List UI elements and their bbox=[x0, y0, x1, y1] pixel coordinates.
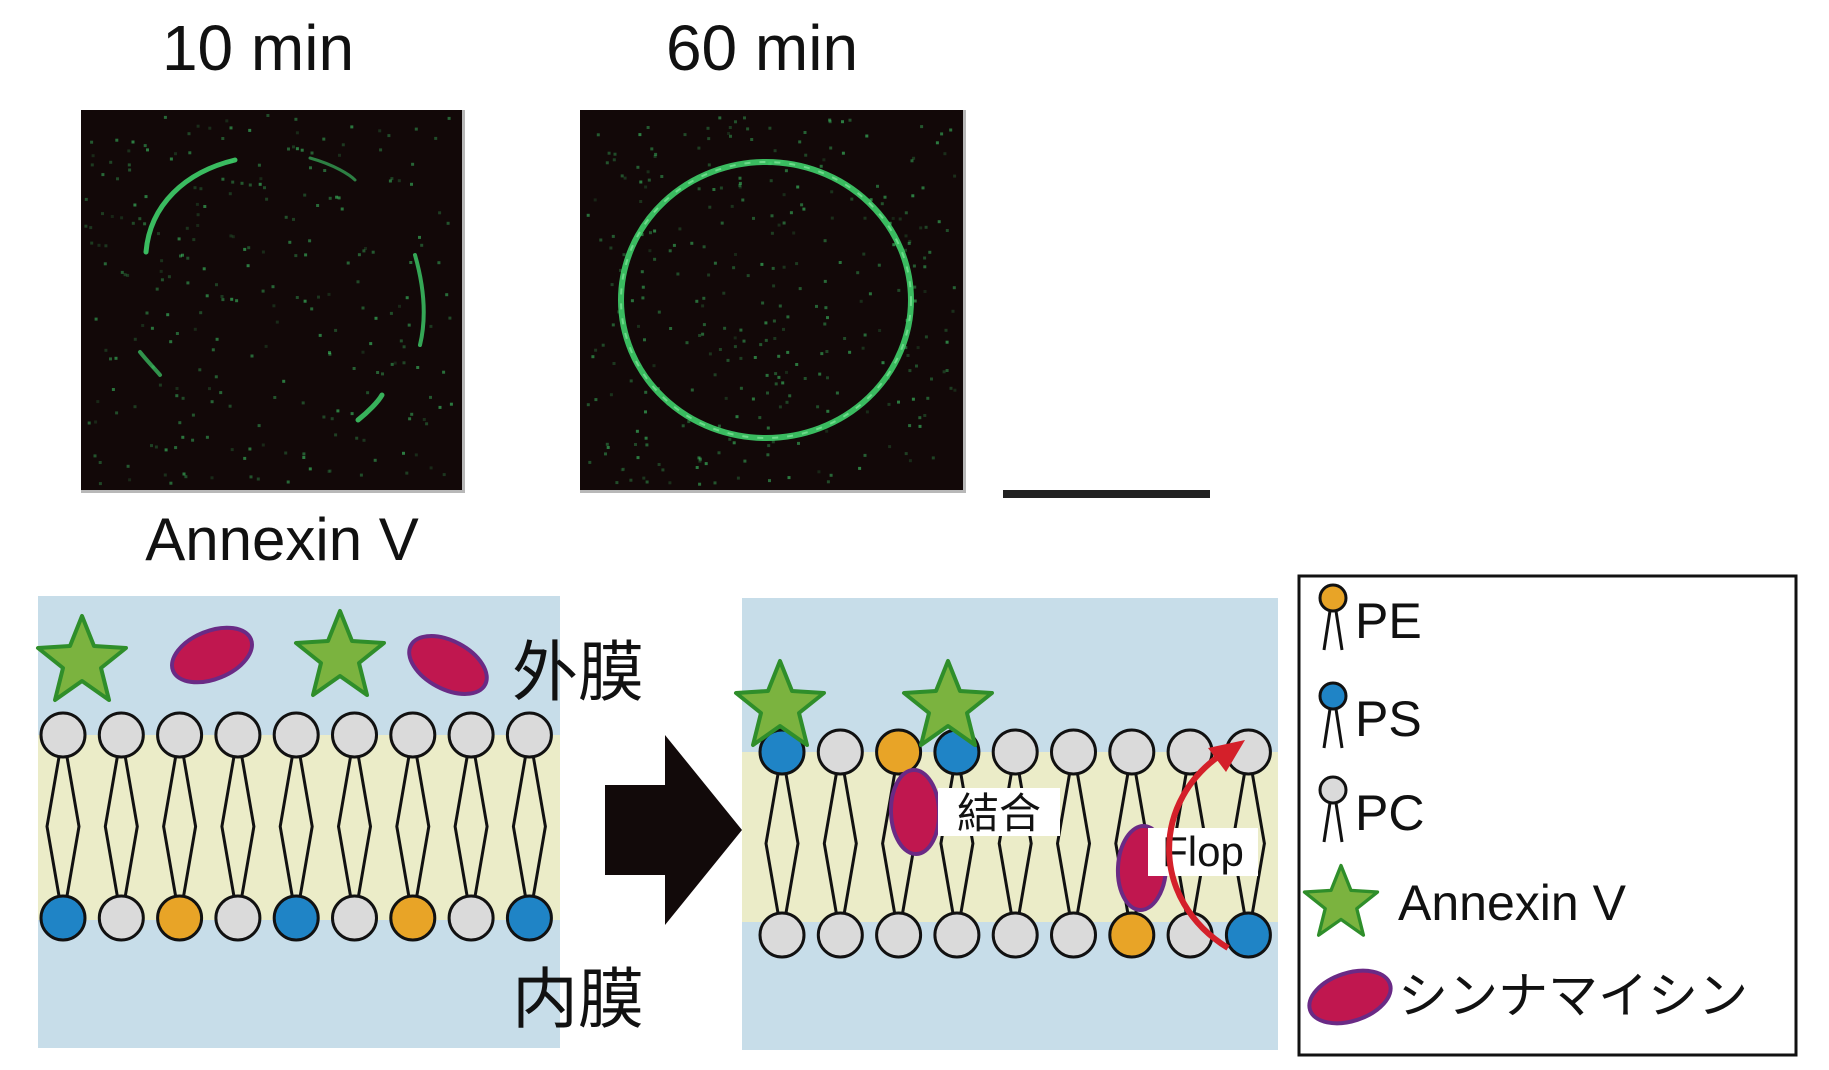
lipid-head-pc bbox=[97, 711, 145, 759]
lipid-tail bbox=[182, 756, 198, 897]
lipid-tail bbox=[764, 773, 780, 914]
lipid-head-pc bbox=[1166, 911, 1214, 959]
lipid-tail bbox=[1076, 773, 1092, 914]
lipid-tail bbox=[415, 756, 431, 897]
legend-pc-icon bbox=[1318, 775, 1348, 805]
legend-pe-icon bbox=[1318, 583, 1348, 613]
lipid-head-ps bbox=[505, 894, 553, 942]
lipid-head-pc bbox=[272, 711, 320, 759]
lipid-head-pc bbox=[389, 711, 437, 759]
lipid-tail bbox=[1250, 773, 1266, 914]
lipid-head-pc bbox=[39, 711, 87, 759]
lipid-head-pc bbox=[816, 911, 864, 959]
cinnamycin bbox=[890, 769, 941, 855]
transition-arrow bbox=[605, 735, 742, 925]
legend-annexin-label: Annexin V bbox=[1398, 875, 1627, 931]
lipid-head-pc bbox=[331, 711, 378, 759]
lipid-tail bbox=[1055, 773, 1071, 914]
lipid-head-pc bbox=[447, 894, 495, 942]
flop-arrow-head bbox=[1208, 740, 1245, 772]
lipid-head-pe bbox=[1108, 911, 1156, 959]
lipid-head-ps bbox=[758, 728, 806, 776]
lipid-head-pe bbox=[875, 728, 923, 776]
legend-ps-label: PS bbox=[1355, 691, 1422, 747]
lipid-tail bbox=[473, 756, 489, 897]
membrane-after: 結合 Flop bbox=[734, 598, 1278, 1050]
lipid-head-pc bbox=[505, 711, 553, 759]
lipid-head-pc bbox=[1050, 911, 1097, 959]
lipid-tail bbox=[278, 756, 294, 897]
lipid-tail bbox=[45, 756, 61, 897]
lipid-head-pc bbox=[991, 911, 1039, 959]
lipid-tail bbox=[357, 756, 373, 897]
stain-label: Annexin V bbox=[145, 506, 419, 573]
lipid-tail bbox=[220, 756, 236, 897]
membrane-before bbox=[36, 596, 560, 1048]
time-label-60min: 60 min bbox=[666, 12, 858, 84]
lipid-head-pc bbox=[875, 911, 923, 959]
lipid-head-ps bbox=[1224, 911, 1272, 959]
lipid-head-pc bbox=[214, 711, 262, 759]
lipid-head-pc bbox=[447, 711, 495, 759]
lipid-head-pe bbox=[156, 894, 204, 942]
lipid-tail bbox=[822, 773, 838, 914]
micrograph-10min bbox=[81, 110, 465, 493]
lipid-tail bbox=[240, 756, 256, 897]
lipid-head-pc bbox=[156, 711, 204, 759]
lipid-head-ps bbox=[272, 894, 320, 942]
lipid-head-pc bbox=[214, 894, 262, 942]
lipid-tail bbox=[453, 756, 469, 897]
lipid-tail bbox=[395, 756, 411, 897]
lipid-tail bbox=[123, 756, 139, 897]
lipid-tail bbox=[103, 756, 119, 897]
lipid-head-pc bbox=[331, 894, 378, 942]
lipid-tail bbox=[336, 756, 352, 897]
inner-membrane-label: 内膜 bbox=[512, 962, 644, 1036]
legend-pc-label: PC bbox=[1355, 785, 1424, 841]
lipid-head-pc bbox=[991, 728, 1039, 776]
flop-arrow bbox=[1166, 749, 1230, 951]
lipid-head-pc bbox=[97, 894, 145, 942]
micrograph-60min bbox=[580, 110, 966, 493]
lipid-tail bbox=[162, 756, 178, 897]
lipid-tail bbox=[511, 756, 527, 897]
flop-label: Flop bbox=[1162, 828, 1244, 875]
legend-ps-icon bbox=[1318, 681, 1348, 711]
lipid-head-pe bbox=[389, 894, 437, 942]
lipid-tail bbox=[298, 756, 314, 897]
lipid-tail bbox=[531, 756, 547, 897]
lipid-tail bbox=[842, 773, 858, 914]
legend: PE PS PC Annexin V シンナマイシン bbox=[1297, 574, 1798, 1057]
lipid-head-pc bbox=[758, 911, 806, 959]
scale-bar bbox=[1003, 490, 1210, 498]
outer-membrane-label: 外膜 bbox=[512, 635, 644, 709]
lipid-tail bbox=[784, 773, 800, 914]
lipid-head-pc bbox=[1108, 728, 1156, 776]
lipid-head-pc bbox=[933, 911, 981, 959]
binding-label: 結合 bbox=[957, 790, 1041, 837]
time-label-10min: 10 min bbox=[162, 12, 354, 84]
lipid-head-ps bbox=[39, 894, 87, 942]
legend-cinnamycin-label: シンナマイシン bbox=[1398, 968, 1748, 1024]
lipid-tail bbox=[65, 756, 81, 897]
legend-pe-label: PE bbox=[1355, 593, 1422, 649]
lipid-head-pc bbox=[816, 728, 864, 776]
lipid-head-pc bbox=[1050, 728, 1097, 776]
